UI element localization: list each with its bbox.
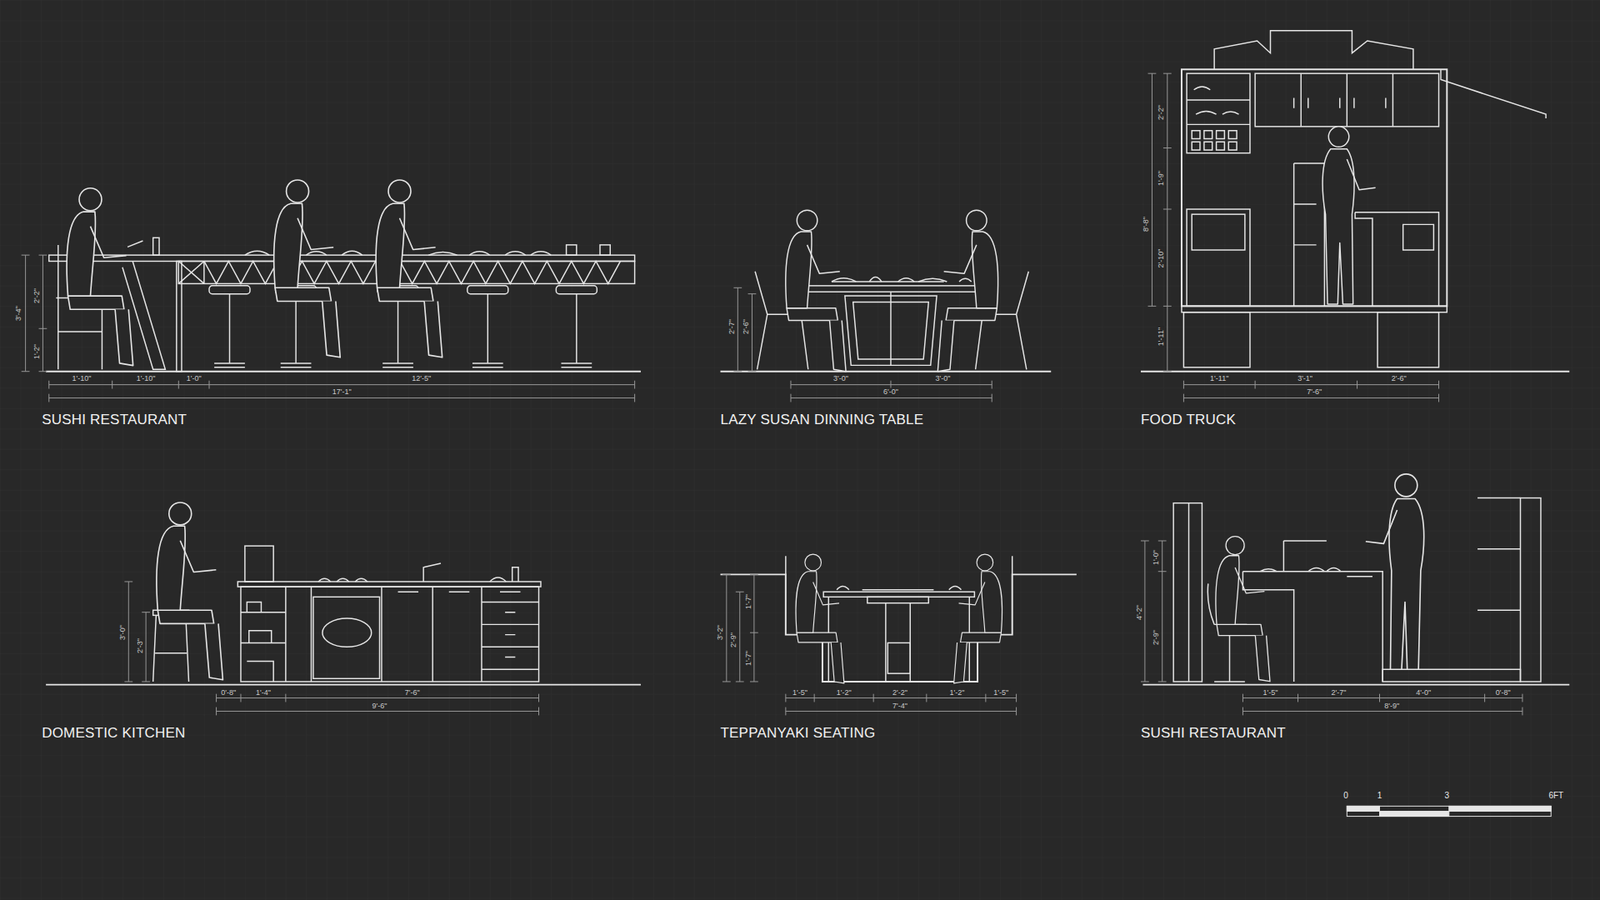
dimension-label: 12'-5" bbox=[410, 375, 433, 383]
dimension-label: 1'-0" bbox=[1152, 548, 1160, 567]
scale-label: 6FT bbox=[1548, 791, 1564, 800]
dimension-label: 3'-4" bbox=[15, 304, 23, 323]
dimension-label: 3'-0" bbox=[933, 375, 952, 383]
dimension-label: 2'-9" bbox=[1152, 628, 1160, 647]
dimension-label: 0'-8" bbox=[219, 689, 238, 697]
dimension-label: 2'-2" bbox=[1157, 103, 1165, 122]
dimension-label: 2'-7" bbox=[727, 317, 735, 336]
dimension-label: 3'-1" bbox=[1295, 375, 1315, 383]
dimension-label: 8'-9" bbox=[1382, 702, 1401, 710]
scale-label: 1 bbox=[1377, 791, 1383, 800]
dimension-label: 2'-10" bbox=[1157, 246, 1165, 270]
dimension-label: 0'-8" bbox=[1494, 689, 1513, 697]
dimension-label: 1'-2" bbox=[33, 342, 41, 361]
dimension-label: 2'-2" bbox=[33, 286, 41, 305]
dimension-label: 1'-11" bbox=[1208, 375, 1230, 383]
dimension-label: 2'-9" bbox=[730, 630, 738, 650]
dimension-label: 3'-0" bbox=[831, 375, 850, 383]
dimension-label: 1'-5" bbox=[1261, 689, 1280, 697]
dimension-label: 1'-2" bbox=[835, 689, 854, 697]
dimension-label: 1'-7" bbox=[744, 649, 752, 668]
dimension-label: 1'-7" bbox=[744, 592, 752, 611]
drawing-title: DOMESTIC KITCHEN bbox=[41, 725, 185, 740]
dimension-label: 1'-5" bbox=[790, 689, 810, 697]
dimension-label: 6'-0" bbox=[881, 388, 900, 396]
dimension-label: 1'-11" bbox=[1157, 325, 1165, 348]
dimension-label: 1'-2" bbox=[948, 689, 967, 697]
dimension-label: 2'-7" bbox=[1330, 689, 1349, 697]
dimension-label: 17'-1" bbox=[330, 388, 354, 396]
dimension-label: 7'-6" bbox=[1305, 388, 1324, 396]
dimension-label: 2'-3" bbox=[135, 636, 144, 655]
drawing-title: LAZY SUSAN DINNING TABLE bbox=[720, 412, 924, 427]
dimension-label: 7'-6" bbox=[403, 689, 422, 697]
dimension-label: 2'-6" bbox=[1390, 375, 1409, 383]
drawing-title: TEPPANYAKI SEATING bbox=[720, 725, 875, 740]
scale-label: 3 bbox=[1445, 791, 1450, 800]
dimension-label: 2'-2" bbox=[890, 689, 910, 697]
dimension-label: 9'-6" bbox=[370, 702, 390, 710]
scale-label: 0 bbox=[1343, 791, 1349, 800]
drawing-title: SUSHI RESTAURANT bbox=[1140, 725, 1286, 740]
dimension-label: 3'-2" bbox=[716, 623, 725, 642]
dimension-label: 1'-10" bbox=[70, 375, 93, 383]
dimension-label: 4'-0" bbox=[1414, 689, 1433, 697]
drawing-title: SUSHI RESTAURANT bbox=[41, 412, 187, 427]
dimension-label: 1'-5" bbox=[991, 689, 1010, 697]
dimension-label: 1'-9" bbox=[1157, 169, 1165, 188]
drawing-title: FOOD TRUCK bbox=[1140, 412, 1236, 427]
dimension-label: 1'-10" bbox=[135, 375, 158, 383]
dimension-label: 8'-8" bbox=[1142, 215, 1150, 234]
dimension-label: 1'-0" bbox=[185, 375, 204, 383]
dimension-label: 3'-0" bbox=[118, 623, 126, 642]
dimension-label: 4'-2" bbox=[1135, 603, 1143, 622]
dimension-label: 1'-4" bbox=[254, 689, 273, 697]
dimension-label: 2'-6" bbox=[742, 317, 750, 336]
dimension-label: 7'-4" bbox=[890, 702, 910, 710]
